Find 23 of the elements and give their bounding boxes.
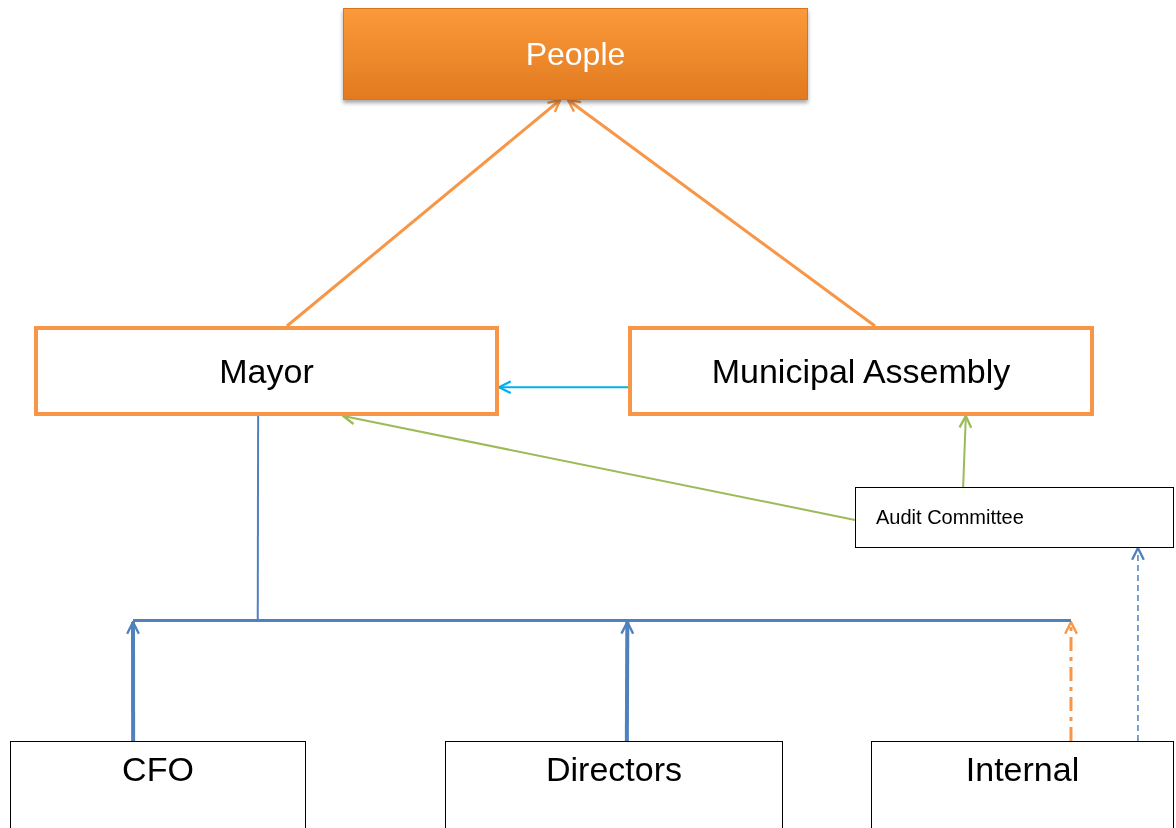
node-label: Internal [965,749,1080,789]
node-label: People [525,35,626,73]
arrow [126,620,140,741]
arrow [1064,620,1078,741]
arrow [958,414,973,488]
arrow [286,98,562,328]
node-label: CFO [122,749,194,789]
node-label: Mayor [219,351,314,391]
connector-line [256,415,260,620]
box [34,326,499,416]
node-label: Audit Committee [876,506,1024,529]
box [628,326,1094,416]
arrow [1130,546,1145,742]
box [343,8,808,100]
arrow [620,620,635,741]
node-label: Municipal Assembly [711,351,1011,391]
bus-line [133,619,1071,622]
box [871,741,1174,828]
node-label: Directors [546,749,682,789]
box [10,741,306,828]
box [445,741,783,828]
box [855,487,1174,548]
arrow [566,98,876,328]
